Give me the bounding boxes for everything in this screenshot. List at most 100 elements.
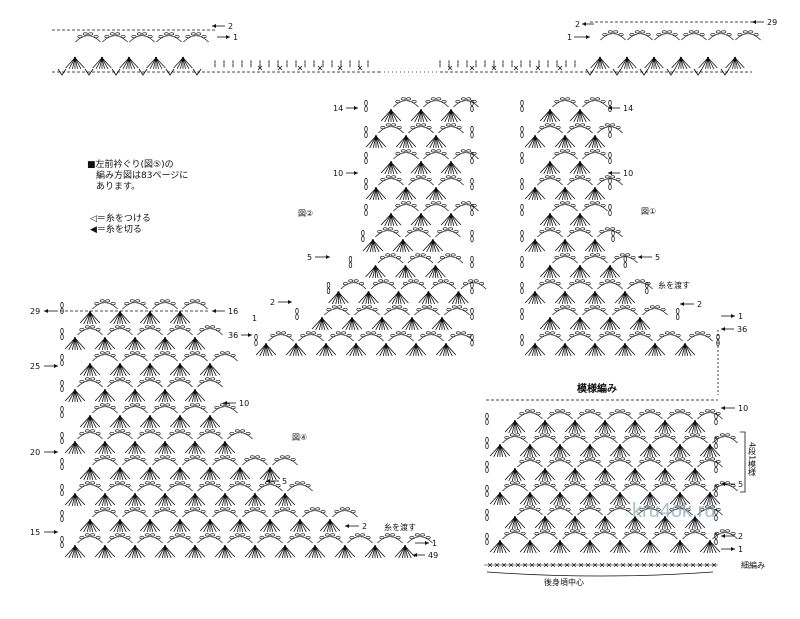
chain-arch-symbol (328, 331, 354, 342)
shell-stitch-symbol (169, 310, 191, 325)
chain-arch-symbol (667, 409, 693, 420)
chain-column-symbol (608, 178, 612, 190)
chain-column-symbol (349, 60, 351, 68)
chain-arch-symbol (567, 279, 593, 290)
chain-arch-symbol (129, 32, 155, 43)
chain-arch-symbol (547, 457, 573, 468)
chain-column-symbol (529, 60, 531, 68)
chain-column-symbol (268, 60, 270, 68)
chain-arch-symbol (687, 331, 713, 342)
shell-stitch-symbol (395, 186, 417, 201)
chain-arch-symbol (227, 533, 253, 544)
shell-stitch-symbol (579, 443, 601, 458)
shell-stitch-symbol (435, 342, 457, 357)
chain-arch-symbol (242, 507, 268, 518)
chain-column-symbol (254, 334, 258, 346)
chain-arch-symbol (430, 279, 457, 290)
chain-arch-symbol (384, 305, 410, 316)
shell-stitch-symbol (79, 362, 101, 377)
pattern-title: 模様編み (577, 382, 617, 395)
chain-column-symbol (60, 484, 64, 496)
chain-arch-symbol (182, 455, 208, 466)
shell-stitch-symbol (539, 108, 561, 123)
shell-stitch-symbol (489, 491, 511, 506)
row-label: 49 (428, 551, 438, 560)
shell-stitch-symbol (124, 336, 146, 351)
shell-stitch-symbol (64, 388, 86, 403)
chain-arch-symbol (547, 505, 573, 516)
chain-arch-symbol (272, 455, 298, 466)
shell-stitch-symbol (65, 56, 85, 70)
shell-stitch-symbol (319, 518, 341, 533)
chain-arch-symbol (423, 149, 449, 160)
chain-column-symbol (286, 60, 288, 68)
shell-stitch-symbol (64, 492, 86, 507)
chain-arch-symbol (667, 457, 693, 468)
shell-stitch-symbol (139, 414, 161, 429)
shell-stitch-symbol (124, 388, 146, 403)
chain-column-symbol (485, 485, 489, 497)
chain-column-symbol (556, 60, 558, 68)
single-crochet-symbol (447, 65, 453, 71)
shell-stitch-symbol (579, 491, 601, 506)
chain-arch-symbol (657, 331, 683, 342)
chain-arch-symbol (407, 253, 434, 264)
chain-column-symbol (470, 126, 474, 138)
shell-stitch-symbol (401, 316, 423, 331)
chain-arch-symbol (347, 533, 373, 544)
shell-stitch-symbol (504, 467, 526, 482)
chain-arch-symbol (453, 149, 479, 160)
chain-column-symbol (623, 256, 627, 268)
chain-arch-symbol (682, 529, 708, 540)
figure-4-label: 図④ (292, 433, 307, 442)
shell-stitch-symbol (124, 544, 146, 559)
chain-arch-symbol (552, 97, 578, 108)
row-label: 10 (333, 169, 343, 178)
shell-stitch-symbol (584, 186, 606, 201)
figure-1-chart (520, 97, 720, 357)
shell-stitch-symbol (654, 467, 676, 482)
chain-arch-symbol (287, 481, 313, 492)
chain-arch-symbol (257, 533, 283, 544)
shell-stitch-symbol (425, 134, 447, 149)
shell-stitch-symbol (388, 290, 409, 305)
shell-stitch-symbol (564, 515, 586, 530)
chain-arch-symbol (438, 123, 464, 134)
single-crochet-symbol (357, 65, 363, 71)
chain-column-symbol (608, 100, 612, 112)
chain-column-symbol (295, 308, 299, 320)
legend-attach: ◁＝糸をつける (90, 214, 151, 224)
chain-arch-symbol (408, 175, 434, 186)
chain-arch-symbol (227, 429, 253, 440)
row-label: 29 (767, 18, 777, 27)
chain-arch-symbol (212, 507, 238, 518)
shell-stitch-symbol (139, 362, 161, 377)
chain-arch-symbol (517, 505, 543, 516)
carry-yarn-note: 糸を渡す (384, 522, 416, 532)
shell-stitch-symbol (524, 238, 546, 253)
shell-stitch-symbol (365, 134, 387, 149)
chain-arch-symbol (627, 279, 653, 290)
chain-arch-symbol (597, 279, 623, 290)
shell-stitch-symbol (109, 362, 131, 377)
chain-arch-symbol (537, 227, 563, 238)
chain-column-symbol (485, 509, 489, 521)
shell-stitch-symbol (362, 238, 384, 253)
chain-arch-symbol (697, 409, 723, 420)
chain-arch-symbol (652, 433, 678, 444)
chain-arch-symbol (388, 331, 414, 342)
shell-stitch-symbol (504, 515, 526, 530)
chain-arch-symbol (167, 377, 193, 388)
chain-column-symbol (364, 126, 368, 138)
chain-arch-symbol (652, 529, 678, 540)
chain-arch-symbol (622, 433, 648, 444)
chain-column-symbol (520, 282, 524, 294)
shell-stitch-symbol (184, 440, 206, 455)
shell-stitch-symbol (358, 290, 379, 305)
chain-column-symbol (470, 256, 474, 268)
shell-stitch-symbol (146, 56, 166, 70)
chain-arch-symbol (122, 507, 148, 518)
shell-stitch-symbol (139, 518, 161, 533)
shell-stitch-symbol (524, 290, 546, 305)
